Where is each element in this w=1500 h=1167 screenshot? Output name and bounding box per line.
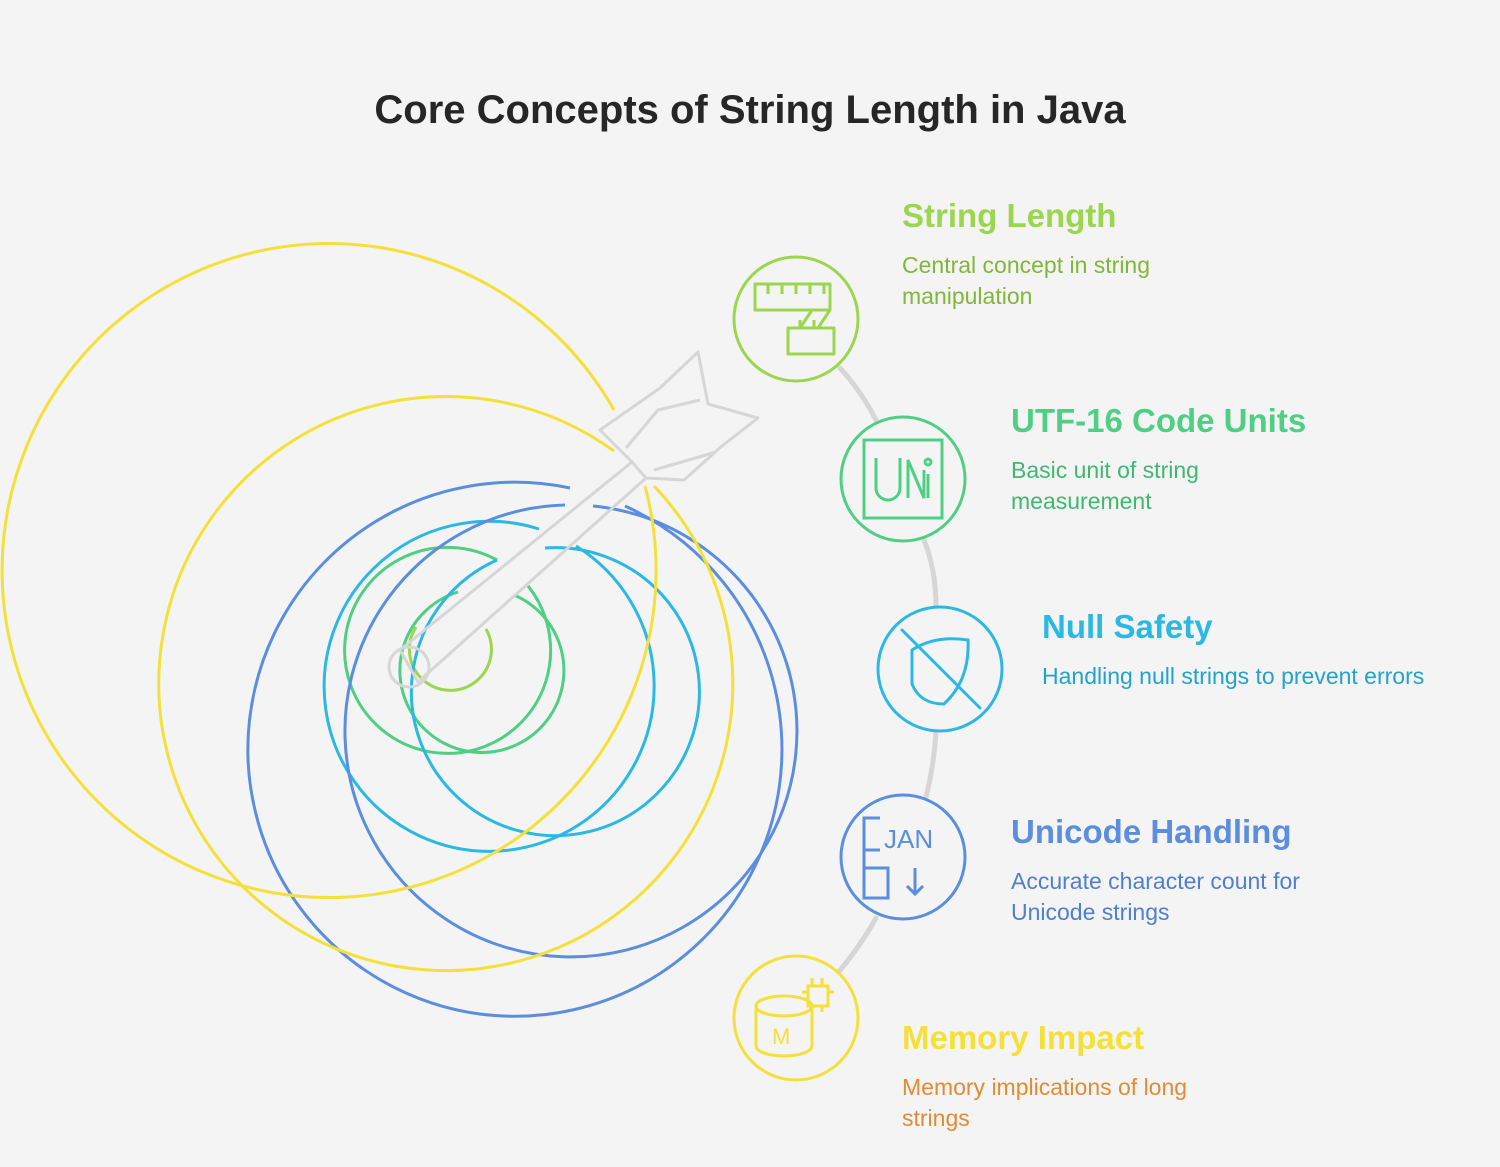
concept-heading: Null Safety [1042, 608, 1213, 645]
concept-string-length: String Length Central concept in string … [902, 196, 1232, 312]
unicode-icon [862, 438, 944, 520]
target-ring-5 [157, 395, 735, 973]
concept-description: Handling null strings to prevent errors [1042, 663, 1425, 689]
concept-description: Memory implications of long strings [902, 1074, 1188, 1131]
target [0, 242, 799, 1018]
arrow-tip [387, 645, 431, 689]
connector-path [833, 365, 939, 978]
target-ring-3 [322, 519, 656, 853]
concept-description: Basic unit of string measurement [1011, 457, 1199, 514]
database-chip-icon [754, 978, 834, 1058]
measuring-tape-icon [753, 282, 836, 356]
concept-utf16-code-units: UTF-16 Code Units Basic unit of string m… [1011, 401, 1331, 517]
concept-null-safety: Null Safety Handling null strings to pre… [1042, 607, 1432, 692]
target-ring-2 [343, 545, 553, 755]
arrow-fletching [598, 350, 760, 482]
arrow [387, 350, 760, 689]
icon-circle [732, 954, 860, 1082]
target-ring-5 [0, 242, 658, 900]
target-ring-4 [246, 480, 784, 1018]
target-ring-3 [409, 546, 701, 838]
calendar-sort-icon [862, 816, 925, 900]
concept-description: Central concept in string manipulation [902, 252, 1151, 309]
target-ring-4 [343, 503, 799, 959]
target-ring-1 [407, 626, 493, 692]
icon-circle [839, 793, 967, 921]
concept-heading: Memory Impact [902, 1019, 1145, 1056]
database-letter: M [772, 1024, 790, 1049]
page-title: Core Concepts of String Length in Java [374, 88, 1126, 132]
concept-unicode-handling: Unicode Handling Accurate character coun… [1011, 812, 1371, 928]
icon-circle [732, 255, 860, 383]
target-ring-2 [398, 590, 566, 754]
no-shield-icon [900, 628, 982, 710]
concept-description: Accurate character count for Unicode str… [1011, 868, 1300, 925]
icon-circle [839, 415, 967, 543]
concept-heading: Unicode Handling [1011, 813, 1292, 850]
concept-heading: UTF-16 Code Units [1011, 402, 1307, 439]
concept-heading: String Length [902, 197, 1117, 234]
calendar-month-label: JAN [884, 824, 933, 854]
concept-memory-impact: Memory Impact Memory implications of lon… [902, 1018, 1242, 1134]
